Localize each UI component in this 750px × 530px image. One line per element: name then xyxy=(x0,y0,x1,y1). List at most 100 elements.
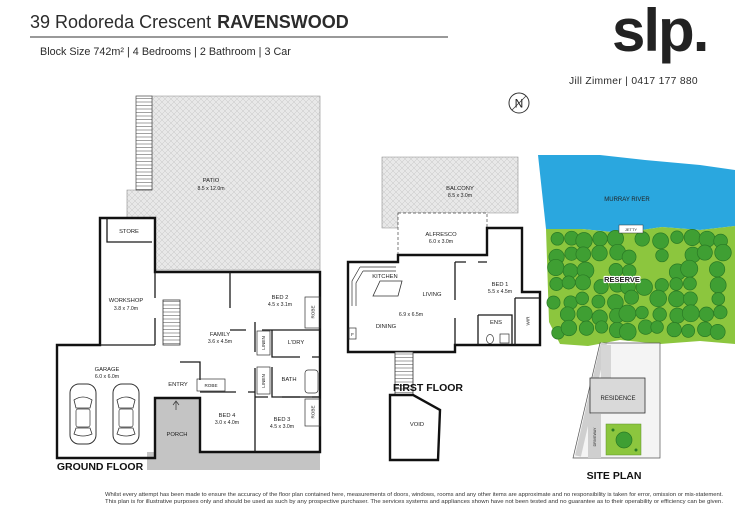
tree xyxy=(550,232,565,246)
tree xyxy=(681,324,696,338)
tree xyxy=(559,306,576,322)
site-plan-title: SITE PLAN xyxy=(587,470,642,482)
workshop-label: WORKSHOP xyxy=(109,298,144,304)
linen-1-label: LINEN xyxy=(261,336,266,350)
property-details: Block Size 742m² | 4 Bedrooms | 2 Bathro… xyxy=(40,46,291,58)
branding: slp. Jill Zimmer | 0417 177 880 xyxy=(569,0,709,87)
bath-label: BATH xyxy=(281,377,296,383)
bed4-label: BED 4 xyxy=(219,413,237,419)
suburb: RAVENSWOOD xyxy=(217,12,349,32)
disclaimer: Whilst every attempt has been made to en… xyxy=(105,492,723,505)
tree xyxy=(619,322,637,341)
tree xyxy=(575,291,589,306)
garage-size: 6.0 x 6.0m xyxy=(95,374,119,380)
compass-label: N xyxy=(515,97,524,111)
void-outline xyxy=(388,393,442,462)
bed1-size: 5.5 x 4.5m xyxy=(488,289,512,295)
balcony-label: BALCONY xyxy=(446,186,474,192)
tree xyxy=(650,320,664,334)
bed3-robe-label: ROBE xyxy=(311,405,316,418)
living-label: LIVING xyxy=(422,292,441,298)
bed3-robe-box xyxy=(304,398,321,427)
wir-walls xyxy=(514,297,540,345)
alfresco-label: ALFRESCO xyxy=(425,232,457,238)
bed2-walls xyxy=(229,272,320,331)
bed2-robe-label: ROBE xyxy=(311,305,316,318)
first-floor-outline xyxy=(346,226,542,354)
tree xyxy=(592,231,608,247)
driveway-strip xyxy=(588,414,601,458)
jetty-box xyxy=(618,224,644,234)
family-label: FAMILY xyxy=(210,332,230,338)
tree xyxy=(652,307,667,322)
ground-floor-plan: PATIO 8.5 x 12.0m STORE WORKSHOP 3.8 x 7… xyxy=(55,95,322,473)
fridge-box xyxy=(348,327,357,340)
tree xyxy=(549,277,564,291)
tree xyxy=(591,294,606,309)
first-floor-title: FIRST FLOOR xyxy=(393,382,463,394)
linen-2-box xyxy=(256,366,271,395)
driveway-label: DRIVEWAY xyxy=(593,427,597,446)
workshop-size: 3.8 x 7.0m xyxy=(114,306,138,312)
disclaimer-line-2: This plan is for illustrative purposes o… xyxy=(105,499,723,505)
tree xyxy=(652,232,669,250)
tree xyxy=(683,276,697,291)
tree xyxy=(575,232,593,250)
linen-1-box xyxy=(256,330,271,356)
tree xyxy=(670,230,684,244)
ensuite-walls xyxy=(477,314,513,345)
family-size: 3.6 x 4.5m xyxy=(208,339,232,345)
tree xyxy=(680,259,699,278)
tree xyxy=(624,289,639,305)
alfresco-size: 6.0 x 3.0m xyxy=(429,239,453,245)
toilet-icon xyxy=(486,334,494,344)
ground-floor-outline xyxy=(55,216,322,460)
tree xyxy=(561,275,576,290)
linen-2-label: LINEN xyxy=(261,374,266,388)
tree xyxy=(560,319,578,337)
reserve-trees xyxy=(546,229,732,341)
tree xyxy=(714,243,732,262)
patio-size: 8.5 x 12.0m xyxy=(197,186,224,192)
alfresco-area xyxy=(397,212,488,256)
laundry-label: L'DRY xyxy=(288,340,305,346)
porch-label: PORCH xyxy=(167,432,188,438)
tree xyxy=(696,244,713,261)
patio-stairs xyxy=(135,95,153,191)
tree xyxy=(697,321,713,338)
tree xyxy=(668,290,685,308)
tree xyxy=(635,278,653,296)
tree xyxy=(655,248,669,263)
patio-label: PATIO xyxy=(203,178,220,184)
tree xyxy=(621,249,637,265)
tree xyxy=(547,258,565,277)
porch-area xyxy=(155,398,200,452)
store-label: STORE xyxy=(119,229,139,235)
ground-floor-title: GROUND FLOOR xyxy=(57,461,144,473)
shower-icon xyxy=(499,333,510,344)
front-path xyxy=(147,452,320,470)
tree xyxy=(546,295,561,310)
entry-arrow-icon xyxy=(172,400,180,410)
residence-label: RESIDENCE xyxy=(600,396,635,402)
front-tree xyxy=(615,431,633,449)
tree xyxy=(683,229,701,246)
bed2-label: BED 2 xyxy=(272,295,289,301)
tree xyxy=(669,277,683,291)
bed3-label: BED 3 xyxy=(274,417,291,423)
car-icon xyxy=(112,383,140,445)
tree xyxy=(681,304,700,323)
entry-label: ENTRY xyxy=(168,382,188,388)
river-label: MURRAY RIVER xyxy=(604,197,650,203)
kitchen-island xyxy=(372,280,403,297)
bed4-robe-label: ROBE xyxy=(204,383,217,388)
north-arrow-icon: N xyxy=(508,92,530,114)
car-icon xyxy=(69,383,97,445)
bed2-robe-box xyxy=(304,296,321,329)
kitchen-bench xyxy=(351,266,396,306)
bed3-size: 4.5 x 3.0m xyxy=(270,424,294,430)
tree xyxy=(618,304,637,323)
tree xyxy=(634,231,650,247)
